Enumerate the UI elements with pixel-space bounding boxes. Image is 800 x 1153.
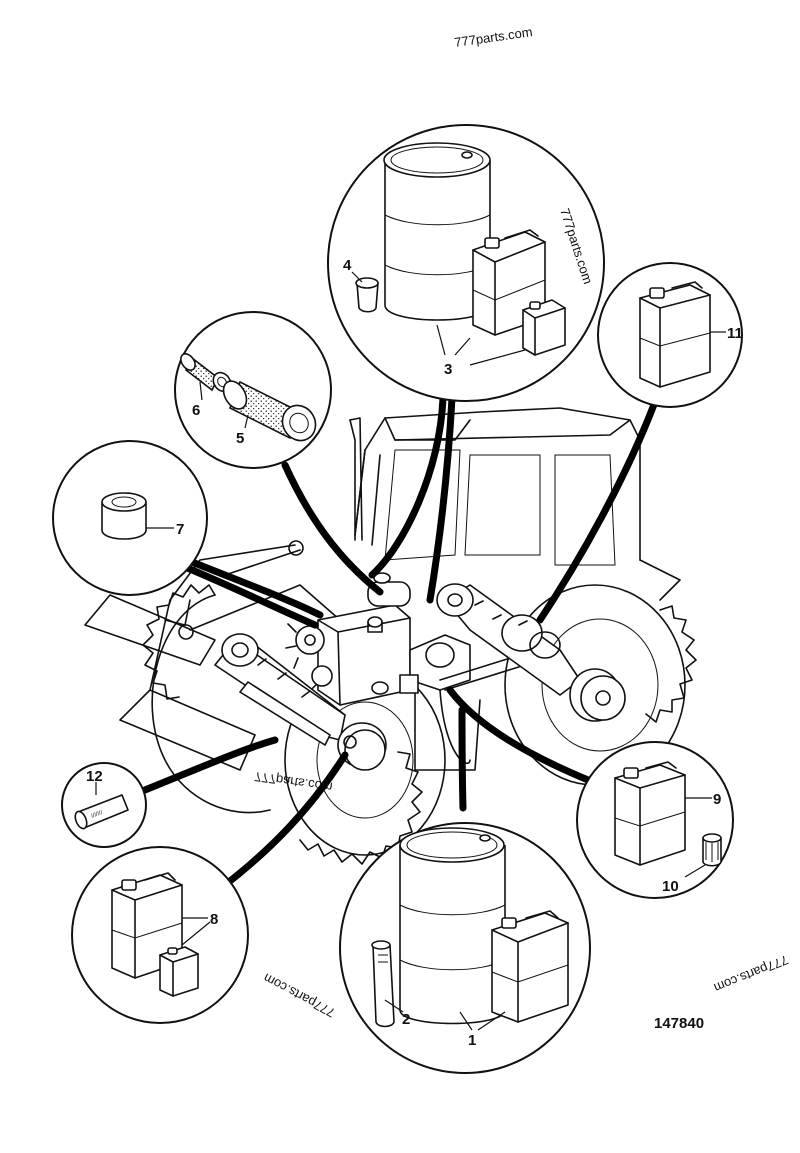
air-filter-outer [222, 380, 317, 442]
callout-3: 3 [444, 361, 452, 378]
filter-element-10 [702, 833, 722, 867]
detail-bubble-7: 7 [52, 440, 208, 596]
watermark-bottom-left: 777parts.com [261, 970, 338, 1020]
engine [285, 572, 411, 706]
air-filter-inner [180, 353, 232, 393]
detail-bubble-9-10: 9 10 [576, 741, 734, 899]
detail-bubble-12: /////// 12 [61, 762, 147, 848]
detail-bubble-5-6: 6 5 [174, 311, 332, 469]
grease-cartridge-bottom [371, 940, 395, 1028]
detail-bubble-1-2: 2 1 [339, 822, 591, 1074]
oil-drum-bottom [399, 827, 506, 1025]
detail-bubble-8: 8 [71, 846, 249, 1024]
rear-axle [436, 583, 626, 722]
detail-bubble-3: 3 4 777parts.com [327, 124, 605, 402]
detail-bubble-11: 11 [597, 262, 743, 408]
callout-2: 2 [402, 1011, 410, 1028]
callout-6: 6 [192, 402, 200, 419]
callout-5: 5 [236, 430, 244, 447]
callout-9: 9 [713, 791, 721, 808]
filter-small [355, 277, 379, 313]
callout-4: 4 [343, 257, 352, 274]
front-axle [214, 633, 387, 771]
oil-can-8-small [159, 946, 199, 997]
diagram-reference-number: 147840 [654, 1015, 704, 1032]
callout-11: 11 [727, 325, 743, 342]
callout-12: 12 [86, 768, 103, 785]
watermark-left-mirrored: 777parts.com [253, 769, 333, 795]
callout-8: 8 [210, 911, 218, 928]
watermark-bottom-right: 777parts.com [712, 952, 791, 995]
cartridge-label-text: /////// [91, 810, 104, 820]
callout-7: 7 [176, 521, 184, 538]
callout-1: 1 [468, 1032, 476, 1049]
leader-lines [141, 394, 659, 889]
oil-can-small [522, 299, 566, 356]
watermark-top: 777parts.com [453, 24, 533, 50]
oil-can-bottom [491, 910, 569, 1023]
oil-drum [383, 142, 491, 321]
transmission [399, 634, 526, 694]
callout-10: 10 [662, 878, 679, 895]
